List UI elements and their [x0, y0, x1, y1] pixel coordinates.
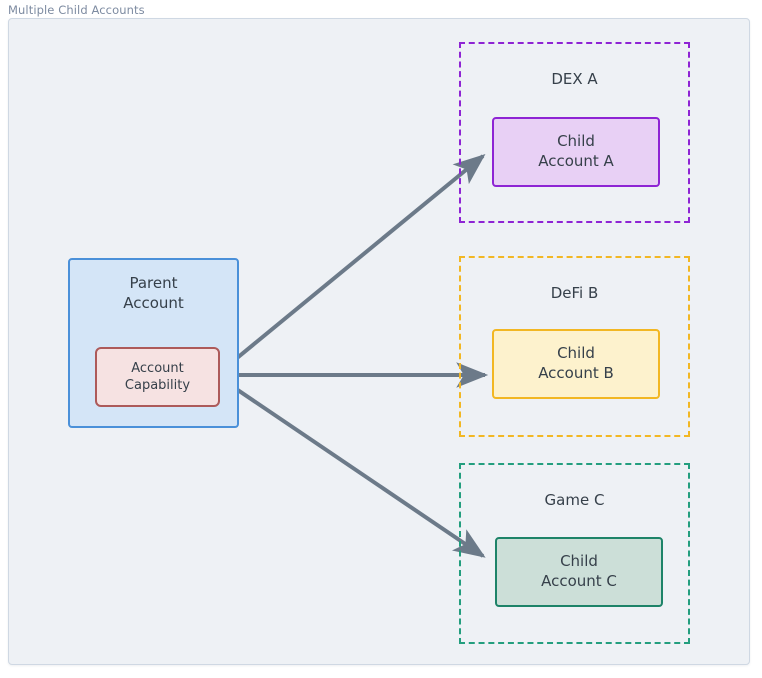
child-account-a-label-line1: Child — [557, 132, 595, 151]
child-account-a-label-line2: Account A — [538, 152, 614, 170]
child-account-c-label-line2: Account C — [541, 572, 617, 590]
child-account-b-node[interactable]: Child Account B — [492, 329, 660, 399]
group-defi-b: DeFi B — [459, 256, 690, 437]
child-account-c-label-line1: Child — [560, 552, 598, 571]
parent-account-node[interactable]: Parent Account Account Capability — [68, 258, 239, 428]
group-defi-b-label: DeFi B — [550, 284, 599, 302]
parent-account-label-line1: Parent — [129, 274, 178, 292]
account-capability-label-line2: Capability — [124, 378, 191, 393]
child-account-a-node[interactable]: Child Account A — [492, 117, 660, 187]
child-account-b-label-line1: Child — [557, 344, 595, 363]
group-game-c-label: Game C — [544, 491, 605, 509]
child-account-c-node[interactable]: Child Account C — [495, 537, 663, 607]
group-dex-a: DEX A — [459, 42, 690, 223]
account-capability-node[interactable]: Account Capability — [95, 347, 220, 407]
account-capability-label-line1: Account — [131, 360, 184, 376]
child-account-b-label-line2: Account B — [538, 364, 614, 382]
parent-account-label-line2: Account — [123, 293, 184, 312]
group-game-c: Game C — [459, 463, 690, 644]
page-title: Multiple Child Accounts — [8, 3, 145, 17]
group-dex-a-label: DEX A — [551, 70, 598, 88]
